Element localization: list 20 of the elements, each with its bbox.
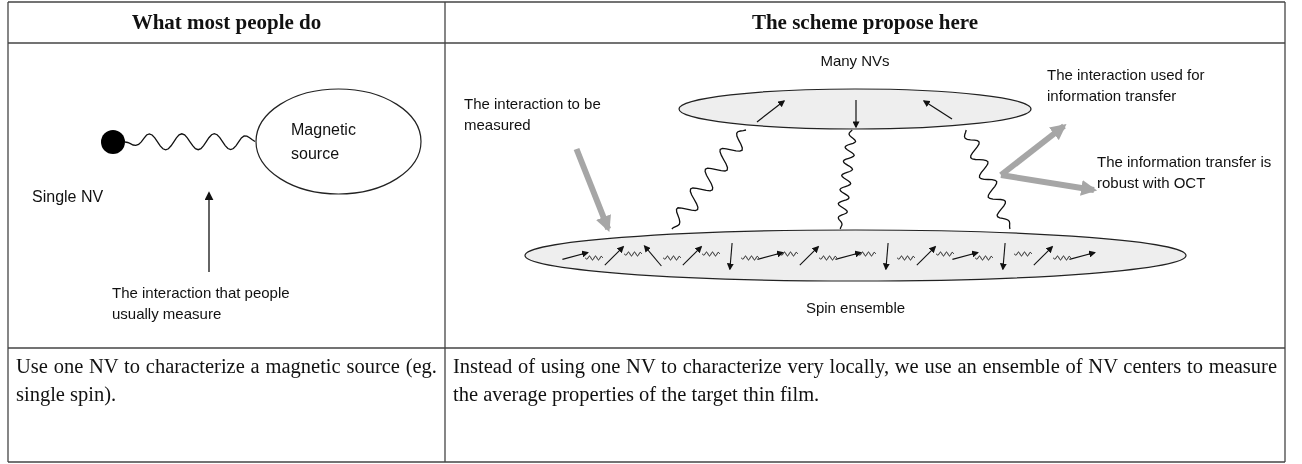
- nv-dot: [101, 130, 125, 154]
- wavy-line: [124, 133, 256, 151]
- column-header: What most people do: [131, 10, 322, 34]
- description-text: Instead of using one NV to characterize very locally, we use an ensemble of NV centers to measure the average properties of the target thin film.: [453, 355, 1277, 405]
- arrow: [1000, 172, 1098, 196]
- annotation-text: The interaction used for information transfer: [1047, 64, 1247, 106]
- description-text: Use one NV to characterize a magnetic source (eg. single spin).: [16, 355, 437, 405]
- annotation-text: The interaction to be measured: [464, 93, 614, 135]
- node-caption: Single NV: [32, 188, 104, 206]
- annotation-text: The information transfer is robust with OCT: [1097, 151, 1277, 193]
- wavy-line: [671, 129, 747, 230]
- annotation-text: The interaction that people usually measure: [112, 282, 312, 324]
- arrow: [204, 191, 214, 273]
- column-header: The scheme propose here: [751, 10, 979, 34]
- node-label: Spin ensemble: [805, 299, 906, 316]
- node-label: Many NVs: [820, 52, 890, 69]
- wavy-line: [963, 129, 1011, 230]
- arrow: [573, 147, 611, 232]
- wavy-line: [837, 129, 857, 230]
- node-label: Magnetic source: [291, 121, 356, 162]
